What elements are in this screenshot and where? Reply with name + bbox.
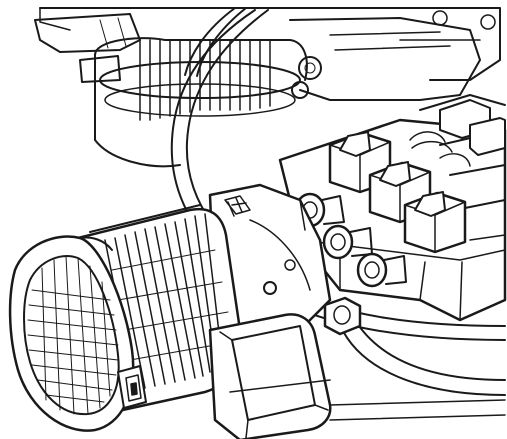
cover-latch bbox=[117, 365, 147, 409]
terminal-box bbox=[208, 313, 332, 439]
base-frame bbox=[229, 379, 506, 421]
motor-fan-cover bbox=[8, 235, 135, 432]
solenoid-coil bbox=[328, 131, 471, 254]
hose-fitting bbox=[294, 192, 407, 336]
